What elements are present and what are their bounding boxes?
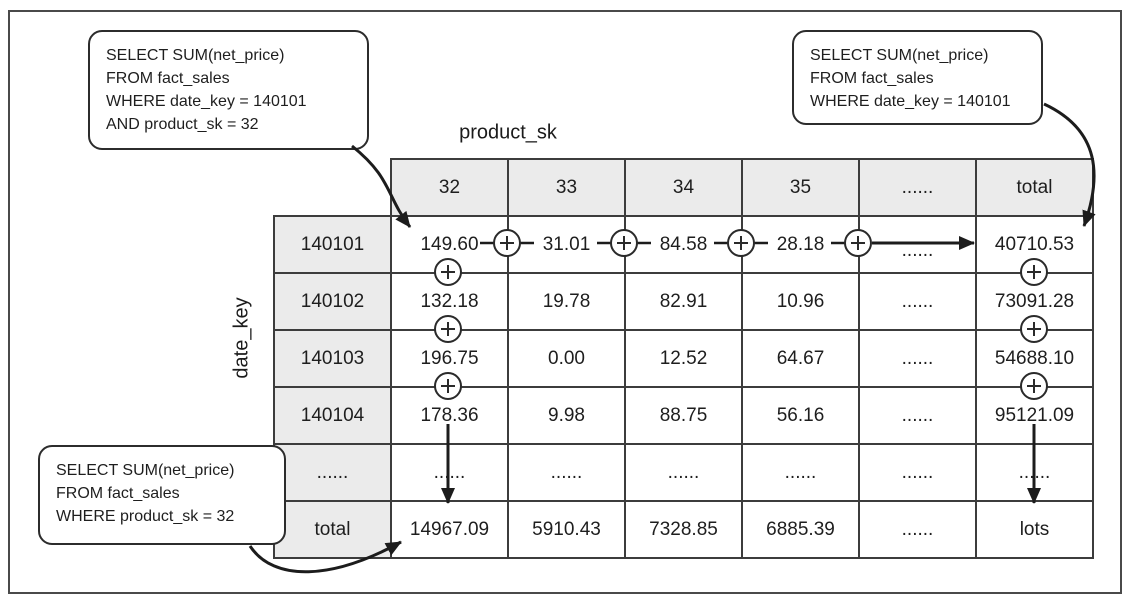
sql-line: WHERE date_key = 140101	[810, 93, 1011, 110]
table-cell: 19.78	[507, 272, 626, 331]
sql-line: FROM fact_sales	[810, 70, 934, 87]
table-cell: 6885.39	[741, 500, 860, 559]
table-cell: 31.01	[507, 215, 626, 274]
row-header: 140101	[273, 215, 392, 274]
table-cell: 0.00	[507, 329, 626, 388]
table-row: 140104 178.36 9.98 88.75 56.16 ...... 95…	[273, 386, 1094, 445]
column-header: 32	[390, 158, 509, 217]
sql-line: SELECT SUM(net_price)	[56, 462, 235, 479]
table-cell: 84.58	[624, 215, 743, 274]
sql-line: SELECT SUM(net_price)	[810, 47, 989, 64]
column-header: total	[975, 158, 1094, 217]
table-cell: 178.36	[390, 386, 509, 445]
table-cell: ......	[390, 443, 509, 502]
table-cell: ......	[858, 329, 977, 388]
row-header: 140102	[273, 272, 392, 331]
table-row: 140101 149.60 31.01 84.58 28.18 ...... 4…	[273, 215, 1094, 274]
table-cell: 12.52	[624, 329, 743, 388]
sql-line: WHERE product_sk = 32	[56, 508, 235, 525]
sql-callout-cell-sum: SELECT SUM(net_price) FROM fact_sales WH…	[88, 30, 369, 150]
sql-line: WHERE date_key = 140101	[106, 93, 307, 110]
table-cell: 9.98	[507, 386, 626, 445]
data-cube-table: 32 33 34 35 ...... total 140101 149.60 3…	[273, 158, 1094, 559]
row-header: total	[273, 500, 392, 559]
table-cell: ......	[741, 443, 860, 502]
table-cell: 14967.09	[390, 500, 509, 559]
table-cell: ......	[507, 443, 626, 502]
table-cell: ......	[858, 386, 977, 445]
sql-line: SELECT SUM(net_price)	[106, 47, 285, 64]
table-cell: 5910.43	[507, 500, 626, 559]
table-row: total 14967.09 5910.43 7328.85 6885.39 .…	[273, 500, 1094, 559]
column-header: 33	[507, 158, 626, 217]
sql-line: FROM fact_sales	[106, 70, 230, 87]
table-cell: 10.96	[741, 272, 860, 331]
table-row: 140102 132.18 19.78 82.91 10.96 ...... 7…	[273, 272, 1094, 331]
column-header: ......	[858, 158, 977, 217]
row-header: 140104	[273, 386, 392, 445]
table-cell: 28.18	[741, 215, 860, 274]
sql-callout-column-total: SELECT SUM(net_price) FROM fact_sales WH…	[38, 445, 286, 545]
column-header: 35	[741, 158, 860, 217]
table-cell: lots	[975, 500, 1094, 559]
sql-line: AND product_sk = 32	[106, 116, 259, 133]
table-cell: ......	[624, 443, 743, 502]
table-cell: 82.91	[624, 272, 743, 331]
table-cell: 88.75	[624, 386, 743, 445]
sql-callout-row-total: SELECT SUM(net_price) FROM fact_sales WH…	[792, 30, 1043, 125]
table-cell: ......	[975, 443, 1094, 502]
table-cell: 132.18	[390, 272, 509, 331]
table-cell: ......	[858, 272, 977, 331]
column-header: 34	[624, 158, 743, 217]
corner-cell	[274, 159, 391, 216]
column-header-row: 32 33 34 35 ...... total	[274, 158, 1094, 217]
table-cell: 40710.53	[975, 215, 1094, 274]
table-cell: 7328.85	[624, 500, 743, 559]
table-row: 140103 196.75 0.00 12.52 64.67 ...... 54…	[273, 329, 1094, 388]
table-cell: ......	[858, 500, 977, 559]
table-cell: 95121.09	[975, 386, 1094, 445]
table-cell: 149.60	[390, 215, 509, 274]
table-cell: 56.16	[741, 386, 860, 445]
table-cell: 64.67	[741, 329, 860, 388]
sql-line: FROM fact_sales	[56, 485, 180, 502]
table-row: ...... ...... ...... ...... ...... .....…	[273, 443, 1094, 502]
table-cell: ......	[858, 215, 977, 274]
row-axis-label: date_key	[230, 297, 253, 379]
row-header: ......	[273, 443, 392, 502]
table-cell: ......	[858, 443, 977, 502]
column-axis-label: product_sk	[459, 121, 557, 144]
table-cell: 196.75	[390, 329, 509, 388]
row-header: 140103	[273, 329, 392, 388]
table-cell: 54688.10	[975, 329, 1094, 388]
table-cell: 73091.28	[975, 272, 1094, 331]
